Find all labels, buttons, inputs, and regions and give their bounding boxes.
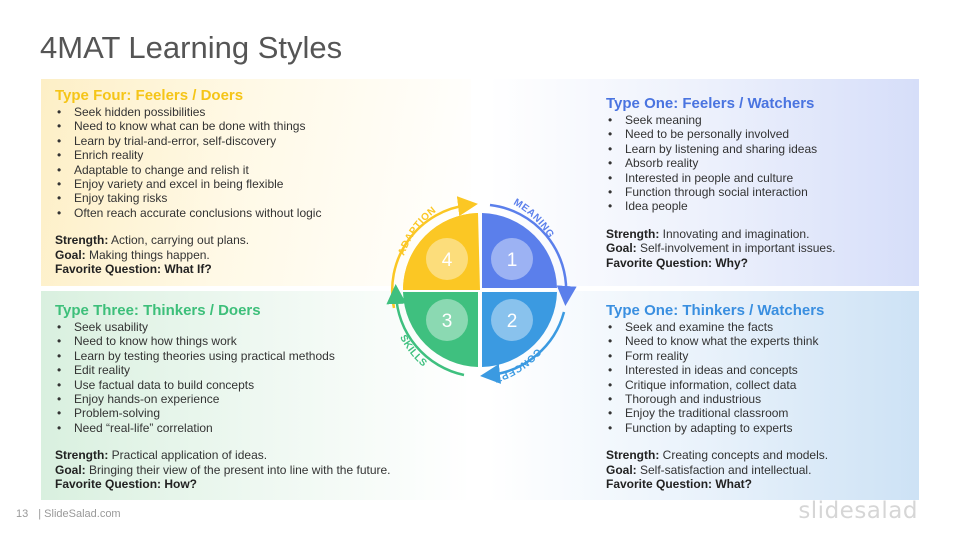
list-item: Enjoy variety and excel in being flexibl…: [55, 177, 415, 192]
goal-label: Goal:: [55, 247, 86, 262]
brand-logo: slidesalad: [798, 498, 918, 524]
question-label: Favorite Question:: [606, 477, 713, 492]
list-item: Seek meaning: [606, 113, 960, 128]
question-text: Why?: [712, 255, 749, 270]
quadrant-two-wedge: [482, 292, 557, 367]
type-three-block: Type Three: Thinkers / Doers Seek usabil…: [55, 302, 415, 491]
goal-text: Self-satisfaction and intellectual.: [636, 462, 812, 477]
number-two: 2: [507, 311, 518, 332]
type-one-thinkers-summary: Strength: Creating concepts and models. …: [606, 448, 960, 491]
list-item: Use factual data to build concepts: [55, 378, 415, 393]
type-one-thinkers-list: Seek and examine the facts Need to know …: [606, 320, 960, 436]
list-item: Need to know how things work: [55, 334, 415, 349]
list-item: Need “real-life” correlation: [55, 421, 415, 436]
number-four: 4: [442, 250, 453, 271]
type-three-summary: Strength: Practical application of ideas…: [55, 448, 415, 491]
goal-label: Goal:: [606, 462, 637, 477]
type-one-thinkers-block: Type One: Thinkers / Watchers Seek and e…: [606, 302, 960, 491]
meaning-arrow: [489, 203, 577, 306]
question-text: What?: [712, 477, 753, 492]
list-item: Idea people: [606, 199, 960, 214]
strength-label: Strength:: [606, 226, 660, 241]
goal-label: Goal:: [55, 462, 86, 477]
number-one-circle: [491, 238, 533, 280]
list-item: Form reality: [606, 349, 960, 364]
page-title: 4MAT Learning Styles: [40, 30, 343, 65]
list-item: Interested in people and culture: [606, 171, 960, 186]
list-item: Often reach accurate conclusions without…: [55, 206, 415, 221]
list-item: Problem-solving: [55, 406, 415, 421]
quadrant-four-fill: [403, 213, 478, 288]
strength-text: Creating concepts and models.: [659, 448, 829, 463]
list-item: Critique information, collect data: [606, 378, 960, 393]
goal-text: Self-involvement in important issues.: [636, 241, 836, 256]
type-one-feelers-heading: Type One: Feelers / Watchers: [606, 95, 815, 112]
list-item: Enjoy hands-on experience: [55, 392, 415, 407]
list-item: Enjoy taking risks: [55, 191, 415, 206]
number-four-circle: [426, 238, 468, 280]
type-three-list: Seek usability Need to know how things w…: [55, 320, 415, 436]
strength-text: Practical application of ideas.: [108, 448, 268, 463]
number-one: 1: [507, 250, 518, 271]
type-one-feelers-list: Seek meaning Need to be personally invol…: [606, 113, 960, 214]
strength-text: Innovating and imagination.: [659, 226, 810, 241]
strength-text: Action, carrying out plans.: [108, 233, 250, 248]
number-two-circle: [491, 299, 533, 341]
question-label: Favorite Question:: [606, 255, 713, 270]
number-three-circle: [426, 299, 468, 341]
list-item: Learn by testing theories using practica…: [55, 349, 415, 364]
question-label: Favorite Question:: [55, 262, 162, 277]
number-three: 3: [442, 311, 453, 332]
list-item: Adaptable to change and relish it: [55, 163, 415, 178]
list-item: Need to know what can be done with thing…: [55, 119, 415, 134]
list-item: Thorough and industrious: [606, 392, 960, 407]
type-four-list: Seek hidden possibilities Need to know w…: [55, 105, 415, 221]
list-item: Function through social interaction: [606, 185, 960, 200]
question-text: How?: [161, 477, 198, 492]
goal-text: Bringing their view of the present into …: [85, 462, 391, 477]
page-number: 13: [16, 508, 29, 520]
type-four-summary: Strength: Action, carrying out plans. Go…: [55, 233, 415, 276]
quadrant-one-wedge: [482, 213, 557, 288]
type-one-feelers-summary: Strength: Innovating and imagination. Go…: [606, 227, 960, 270]
list-item: Absorb reality: [606, 156, 960, 171]
concepts-arrow: [480, 311, 566, 384]
list-item: Enrich reality: [55, 148, 415, 163]
goal-label: Goal:: [606, 241, 637, 256]
question-text: What If?: [161, 262, 212, 277]
footer-site: | SlideSalad.com: [38, 508, 121, 520]
skills-arrow: [386, 284, 465, 377]
list-item: Edit reality: [55, 363, 415, 378]
list-item: Seek and examine the facts: [606, 320, 960, 335]
list-item: Learn by trial-and-error, self-discovery: [55, 134, 415, 149]
list-item: Seek usability: [55, 320, 415, 335]
question-label: Favorite Question:: [55, 477, 162, 492]
strength-label: Strength:: [55, 448, 109, 463]
list-item: Seek hidden possibilities: [55, 105, 415, 120]
goal-text: Making things happen.: [85, 247, 210, 262]
list-item: Need to be personally involved: [606, 127, 960, 142]
strength-label: Strength:: [606, 448, 660, 463]
type-one-thinkers-heading: Type One: Thinkers / Watchers: [606, 302, 825, 319]
footer: 13 | SlideSalad.com: [16, 508, 127, 520]
list-item: Function by adapting to experts: [606, 421, 960, 436]
type-four-heading: Type Four: Feelers / Doers: [55, 87, 244, 104]
list-item: Interested in ideas and concepts: [606, 363, 960, 378]
type-four-block: Type Four: Feelers / Doers Seek hidden p…: [55, 87, 415, 276]
quadrant-three-wedge: [403, 292, 478, 367]
list-item: Learn by listening and sharing ideas: [606, 142, 960, 157]
type-three-heading: Type Three: Thinkers / Doers: [55, 302, 261, 319]
list-item: Need to know what the experts think: [606, 334, 960, 349]
type-one-feelers-block: Type One: Feelers / Watchers Seek meanin…: [606, 95, 960, 270]
list-item: Enjoy the traditional classroom: [606, 406, 960, 421]
strength-label: Strength:: [55, 233, 109, 248]
